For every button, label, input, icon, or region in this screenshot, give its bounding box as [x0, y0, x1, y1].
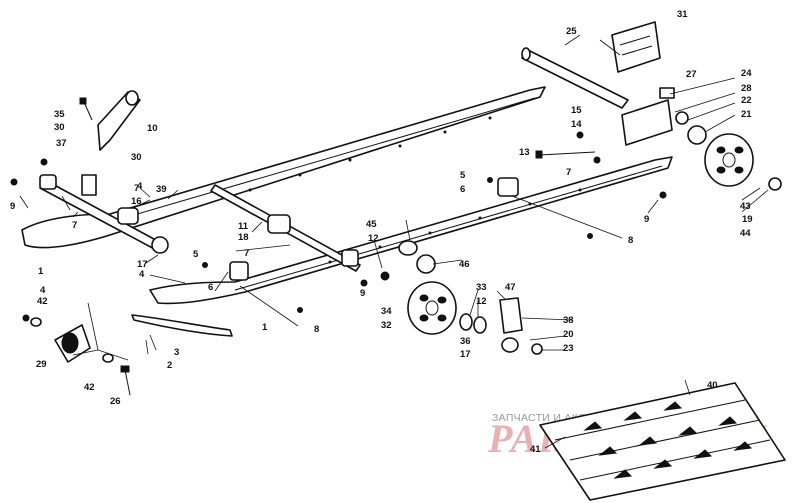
part-label-9: 9 — [644, 214, 649, 225]
part-label-10: 10 — [147, 123, 158, 134]
part-label-17: 17 — [460, 349, 471, 360]
part-label-7: 7 — [134, 183, 139, 194]
part-label-40: 40 — [707, 380, 718, 391]
part-label-25: 25 — [566, 26, 577, 37]
part-label-9: 9 — [360, 288, 365, 299]
part-label-3: 3 — [174, 347, 179, 358]
back-slide-rail — [21, 86, 546, 249]
part-label-19: 19 — [742, 214, 753, 225]
part-label-9: 9 — [10, 201, 15, 212]
part-label-4: 4 — [139, 269, 145, 280]
part-label-23: 23 — [563, 343, 574, 354]
part-label-46: 46 — [459, 259, 470, 270]
part-label-16: 16 — [131, 196, 142, 207]
part-label-35: 35 — [54, 109, 65, 120]
part-label-34: 34 — [381, 306, 392, 317]
part-label-20: 20 — [563, 329, 574, 340]
part-label-7: 7 — [566, 167, 571, 178]
part-label-42: 42 — [37, 296, 48, 307]
part-label-44: 44 — [740, 228, 751, 239]
part-label-27: 27 — [686, 69, 697, 80]
part-label-43: 43 — [740, 201, 751, 212]
part-label-14: 14 — [571, 119, 582, 130]
part-label-24: 24 — [741, 68, 752, 79]
wear-strip — [131, 314, 233, 337]
part-label-18: 18 — [238, 232, 249, 243]
wheel-hardware — [459, 297, 543, 355]
part-label-41: 41 — [530, 444, 541, 455]
part-label-8: 8 — [314, 324, 319, 335]
part-label-6: 6 — [460, 184, 465, 195]
part-label-39: 39 — [156, 184, 167, 195]
front-cross-shaft — [39, 174, 169, 254]
part-label-1: 1 — [38, 266, 44, 277]
idler-wheel-rear — [704, 133, 782, 191]
part-label-7: 7 — [72, 220, 77, 231]
part-label-8: 8 — [628, 235, 633, 246]
part-label-5: 5 — [460, 170, 466, 181]
suspension-arm — [81, 90, 141, 196]
part-label-30: 30 — [54, 122, 65, 133]
part-label-26: 26 — [110, 396, 121, 407]
part-label-4: 4 — [40, 285, 46, 296]
rear-bracket — [611, 21, 661, 73]
part-label-21: 21 — [741, 109, 752, 120]
front-slide-rail — [149, 156, 673, 305]
part-label-47: 47 — [505, 282, 516, 293]
part-label-15: 15 — [571, 105, 582, 116]
part-label-13: 13 — [519, 147, 530, 158]
part-label-7: 7 — [244, 248, 249, 259]
part-label-42: 42 — [84, 382, 95, 393]
part-label-12: 12 — [368, 233, 379, 244]
part-label-29: 29 — [36, 359, 47, 370]
track-segment — [539, 382, 786, 501]
adjuster-block — [621, 87, 707, 146]
leader-lines — [19, 34, 769, 449]
part-label-36: 36 — [460, 336, 471, 347]
part-label-6: 6 — [208, 282, 213, 293]
part-label-45: 45 — [366, 219, 377, 230]
part-label-2: 2 — [167, 360, 172, 371]
part-label-1: 1 — [262, 322, 268, 333]
part-label-4: 4 — [137, 181, 143, 192]
rubber-bumper — [54, 324, 91, 363]
part-labels: 1 1 2 3 4 4 4 5 5 6 6 7 7 7 7 8 8 9 9 9 … — [10, 9, 753, 455]
rear-axle — [521, 47, 629, 109]
middle-cross-shaft — [210, 184, 436, 274]
spacer-blocks — [229, 177, 519, 281]
part-label-38: 38 — [563, 315, 574, 326]
part-label-33: 33 — [476, 282, 487, 293]
part-label-22: 22 — [741, 95, 752, 106]
part-label-31: 31 — [677, 9, 688, 20]
part-label-30: 30 — [131, 152, 142, 163]
part-label-12: 12 — [476, 296, 487, 307]
part-label-5: 5 — [193, 249, 199, 260]
part-label-28: 28 — [741, 83, 752, 94]
bolts — [10, 97, 667, 396]
idler-wheel-lower — [407, 281, 457, 335]
part-label-32: 32 — [381, 320, 392, 331]
part-label-11: 11 — [238, 221, 249, 232]
part-label-17: 17 — [137, 259, 148, 270]
part-label-37: 37 — [56, 138, 67, 149]
